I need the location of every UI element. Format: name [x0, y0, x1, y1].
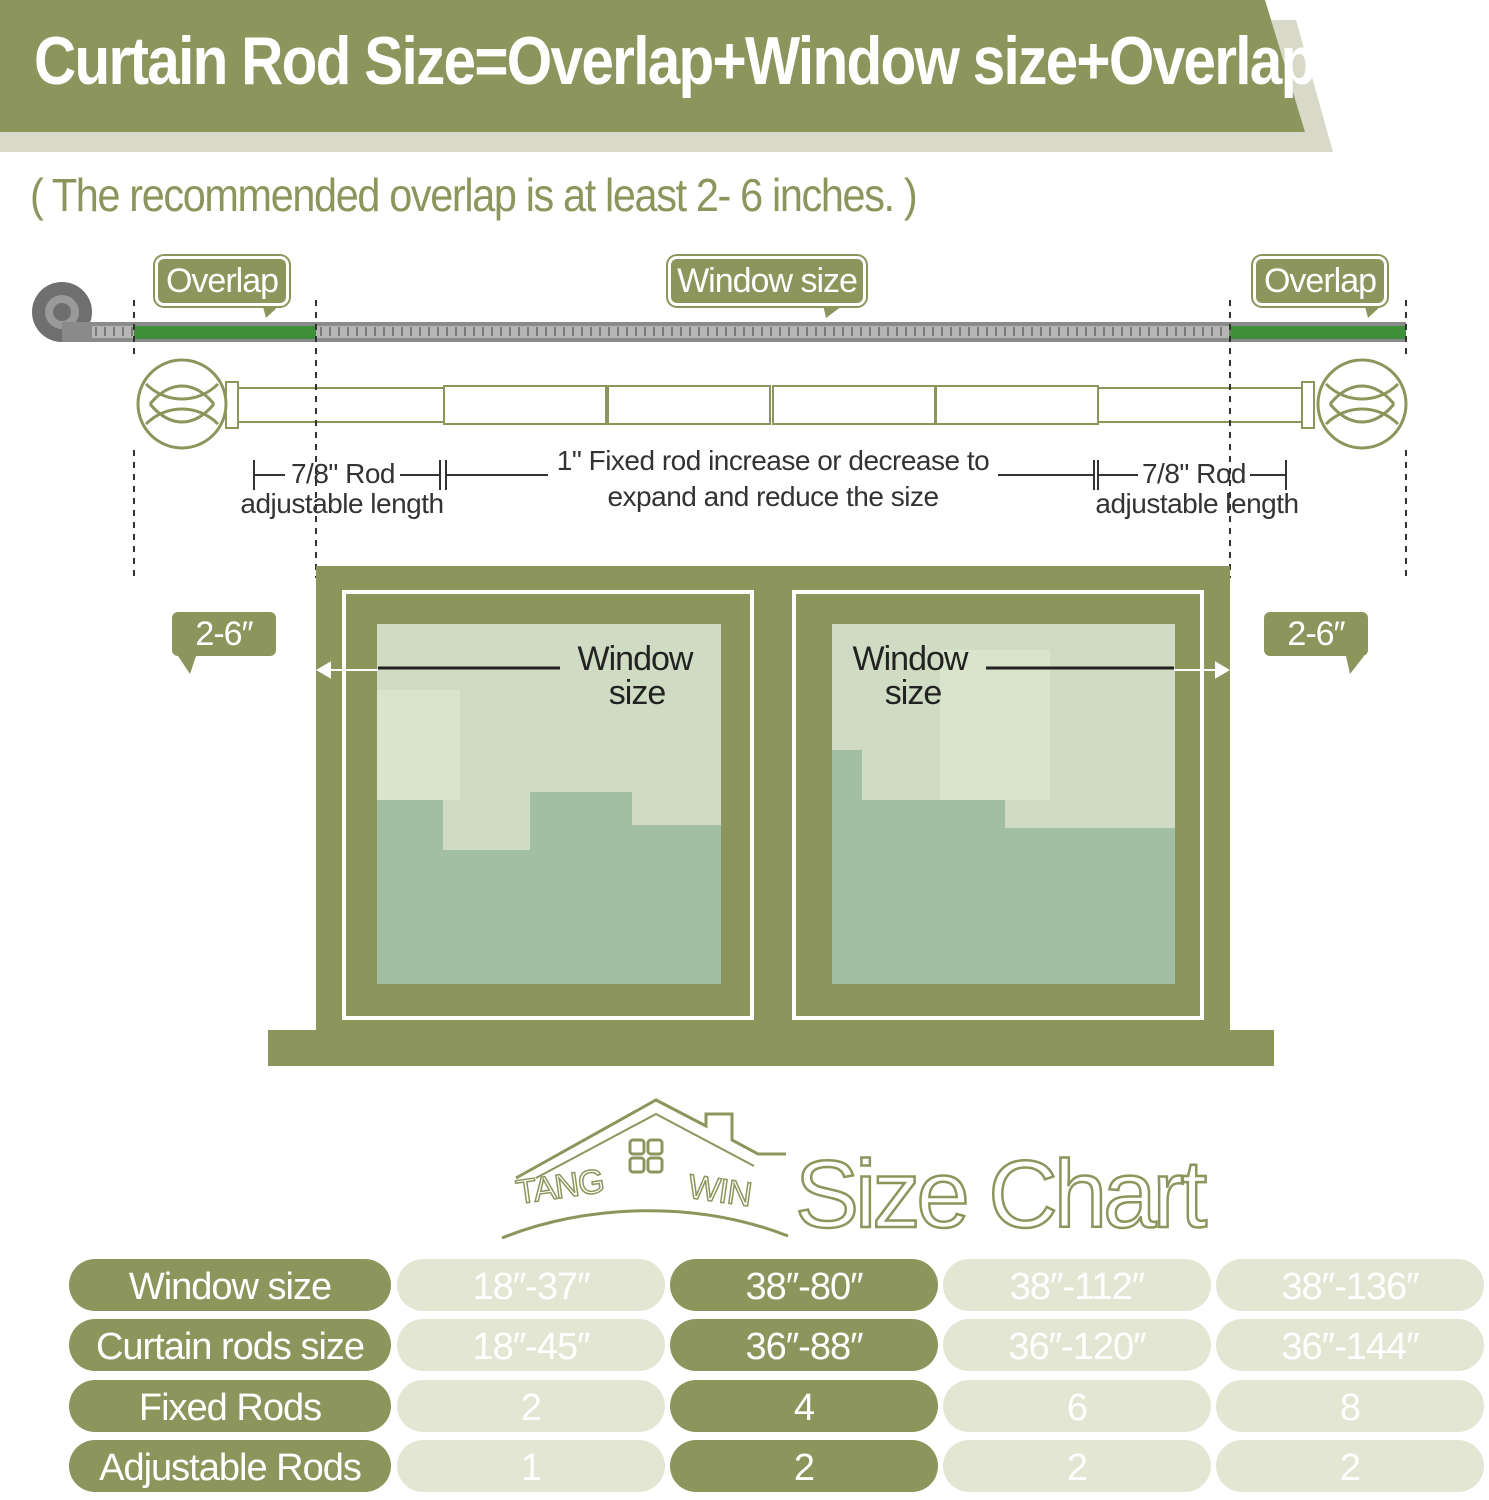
table-cell: 36″-144″: [1216, 1319, 1484, 1371]
window-sill: [268, 1030, 1274, 1066]
size-chart-title: Size Chart: [794, 1140, 1209, 1250]
table-cell: 18″-37″: [397, 1259, 665, 1311]
table-cell-highlight: 4: [670, 1380, 938, 1432]
overlap-right-segment: [1230, 326, 1406, 339]
table-cell-highlight: 38″-80″: [670, 1259, 938, 1311]
house-logo-icon: [501, 1098, 789, 1240]
page-title: Curtain Rod Size=Overlap+Window size+Ove…: [34, 23, 1316, 99]
adjustable-right-line1: 7/8" Rod: [1141, 458, 1247, 489]
adjustable-right-line2: adjustable length: [1095, 488, 1299, 519]
overlap-right-tag: Overlap: [1256, 259, 1384, 303]
table-cell: 2: [1216, 1440, 1484, 1492]
table-header-adjustable-rods: Adjustable Rods: [69, 1440, 391, 1492]
table-cell: 6: [943, 1380, 1211, 1432]
overlap-left-segment: [134, 326, 316, 339]
table-cell: 2: [943, 1440, 1211, 1492]
window-right-label-2: size: [884, 674, 942, 712]
adjustable-left-line2: adjustable length: [240, 488, 444, 519]
table-cell: 2: [397, 1380, 665, 1432]
adjustable-left-line1: 7/8" Rod: [290, 458, 396, 489]
fixed-rod-line1: 1" Fixed rod increase or decrease to: [556, 445, 990, 476]
window-right-glass: [832, 624, 1175, 984]
table-header-fixed-rods: Fixed Rods: [69, 1380, 391, 1432]
table-cell: 18″-45″: [397, 1319, 665, 1371]
window-left-label-1: Window: [577, 640, 694, 678]
table-cell: 36″-120″: [943, 1319, 1211, 1371]
table-cell: 1: [397, 1440, 665, 1492]
finial-right-icon: [1316, 358, 1408, 450]
finial-left-icon: [136, 358, 228, 450]
window-left-glass: [377, 624, 721, 984]
table-cell-highlight: 2: [670, 1440, 938, 1492]
gap-right-tag: 2-6″: [1264, 612, 1368, 656]
table-header-window-size: Window size: [69, 1259, 391, 1311]
rod-diagram: [32, 282, 1408, 1066]
window-right-label-1: Window: [852, 640, 969, 678]
table-cell: 8: [1216, 1380, 1484, 1432]
fixed-rod-line2: expand and reduce the size: [607, 481, 939, 512]
overlap-left-tag: Overlap: [158, 259, 286, 303]
gap-left-tag: 2-6″: [172, 612, 276, 656]
table-header-curtain-rods-size: Curtain rods size: [69, 1319, 391, 1371]
table-cell: 38″-136″: [1216, 1259, 1484, 1311]
window-size-tag: Window size: [671, 259, 863, 303]
header-banner: [0, 0, 1305, 132]
table-cell-highlight: 36″-88″: [670, 1319, 938, 1371]
table-cell: 38″-112″: [943, 1259, 1211, 1311]
window-left-label-2: size: [608, 674, 666, 712]
page-subtitle: ( The recommended overlap is at least 2-…: [30, 169, 918, 221]
